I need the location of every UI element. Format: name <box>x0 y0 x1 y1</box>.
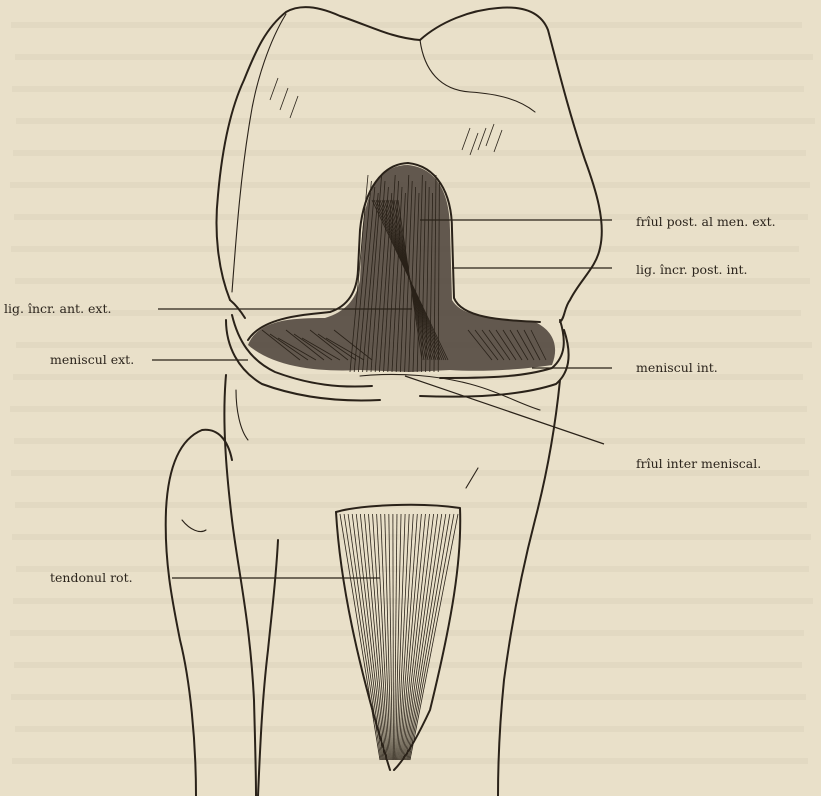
label-friul-post: frîul post. al men. ext. <box>636 214 776 229</box>
fibula <box>166 430 278 796</box>
paper-bleed-through <box>10 22 815 764</box>
label-friul-inter: frîul inter meniscal. <box>636 456 761 471</box>
tendon-hatching <box>340 514 458 760</box>
label-tendon: tendonul rot. <box>50 570 133 585</box>
label-menisc-int: meniscul int. <box>636 360 718 375</box>
label-menisc-ext: meniscul ext. <box>50 352 134 367</box>
label-lig-post: lig. încr. post. int. <box>636 262 748 277</box>
label-lig-ant: lig. încr. ant. ext. <box>4 301 111 316</box>
